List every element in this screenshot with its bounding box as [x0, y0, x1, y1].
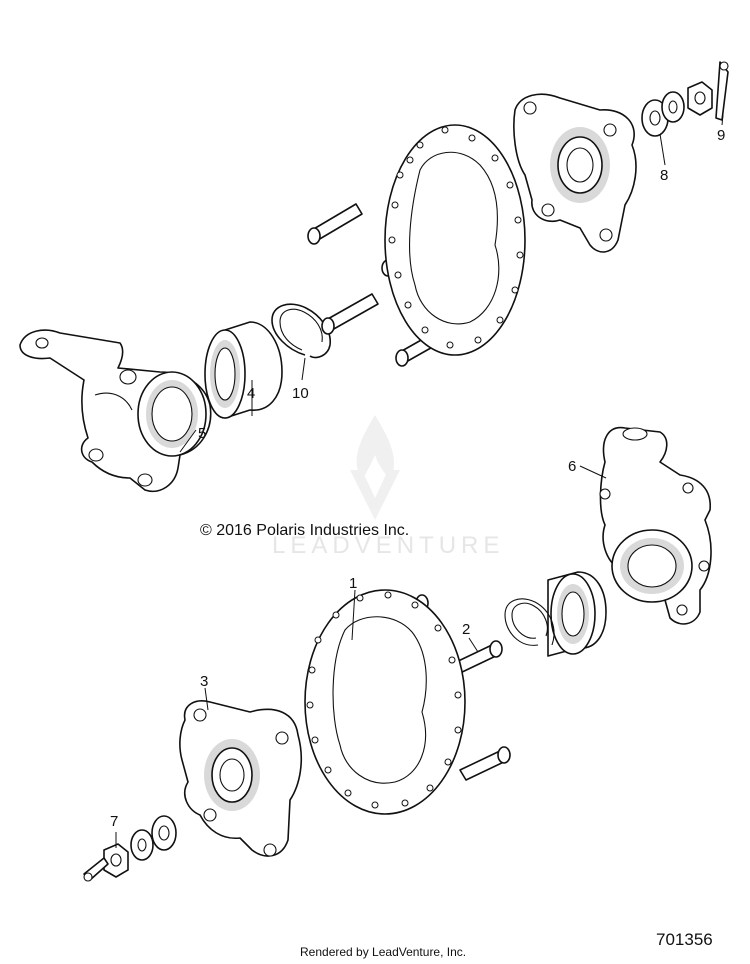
- cotter-pin-lower[interactable]: [83, 857, 109, 882]
- brake-rotor-upper[interactable]: [384, 124, 526, 356]
- retaining-ring-upper[interactable]: [271, 303, 331, 359]
- wheel-bearing-lower[interactable]: [547, 571, 607, 657]
- callout-8: 8: [660, 167, 668, 184]
- steering-knuckle-right[interactable]: [599, 426, 712, 625]
- diagram-number: 701356: [656, 930, 713, 949]
- callout-7: 7: [110, 813, 118, 830]
- copyright-notice: © 2016 Polaris Industries Inc.: [200, 522, 410, 539]
- wheel-stud-upper-3[interactable]: [321, 293, 379, 335]
- washer-upper-2[interactable]: [661, 91, 685, 123]
- callout-10: 10: [292, 385, 309, 402]
- callout-6: 6: [568, 458, 576, 475]
- washer-lower-2[interactable]: [130, 829, 154, 861]
- callout-1: 1: [349, 575, 357, 592]
- footer-credit: Rendered by LeadVenture, Inc.: [300, 945, 467, 959]
- callout-leaders: [115, 114, 724, 848]
- callout-3: 3: [200, 673, 208, 690]
- brake-rotor-lower[interactable]: [304, 589, 466, 815]
- retaining-ring-lower[interactable]: [504, 598, 555, 646]
- washer-lower[interactable]: [151, 815, 177, 851]
- wheel-hub-lower[interactable]: [179, 700, 303, 857]
- steering-knuckle-left[interactable]: [19, 329, 212, 492]
- castle-nut-lower[interactable]: [103, 843, 129, 878]
- wheel-hub-upper[interactable]: [513, 93, 637, 253]
- cotter-pin-upper[interactable]: [715, 61, 729, 121]
- watermark-text: LEADVENTURE: [272, 532, 505, 559]
- watermark-logo: [350, 415, 400, 520]
- wheel-bearing-upper[interactable]: [204, 321, 283, 419]
- callout-2: 2: [462, 621, 470, 638]
- callout-4: 4: [247, 385, 255, 402]
- wheel-stud-upper-1[interactable]: [307, 203, 363, 245]
- callout-9: 9: [717, 127, 725, 144]
- wheel-stud-lower-4[interactable]: [459, 746, 511, 781]
- castle-nut-upper[interactable]: [687, 81, 713, 116]
- callout-5: 5: [198, 425, 206, 442]
